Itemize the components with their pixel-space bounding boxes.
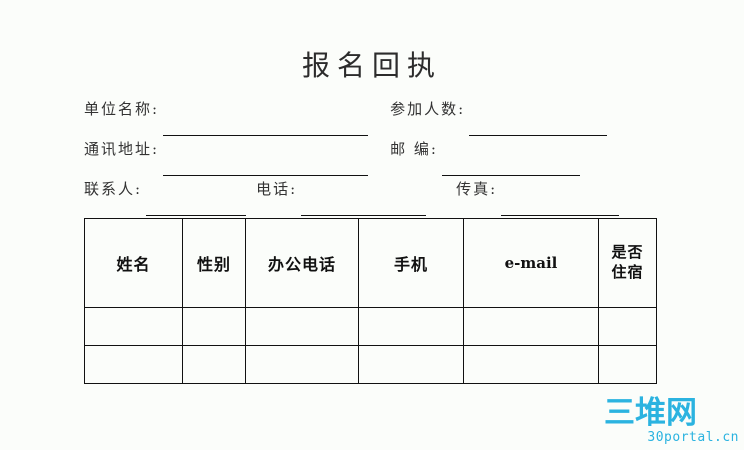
table-row[interactable] — [84, 345, 657, 384]
label-fax: 传真: — [456, 180, 498, 198]
input-contact-person[interactable] — [146, 198, 247, 216]
input-telephone[interactable] — [301, 198, 427, 216]
label-telephone: 电话: — [256, 180, 298, 198]
table-header-mobile: 手机 — [358, 218, 464, 308]
table-header-accommodation: 是否 住宿 — [598, 218, 657, 308]
cell-accommodation[interactable] — [598, 345, 657, 384]
cell-email[interactable] — [463, 345, 599, 384]
watermark-brand-name: 三堆网 — [604, 395, 697, 431]
cell-office-phone[interactable] — [245, 345, 359, 384]
cell-email[interactable] — [463, 307, 599, 346]
table-header-email: e-mail — [463, 218, 599, 308]
table-header-gender: 性别 — [182, 218, 246, 308]
cell-gender[interactable] — [182, 345, 246, 384]
cell-name[interactable] — [84, 307, 183, 346]
cell-mobile[interactable] — [358, 345, 464, 384]
cell-mobile[interactable] — [358, 307, 464, 346]
form-row-unit-participants: 单位名称: 参加人数: — [84, 98, 656, 138]
table-header-accommodation-line1: 是否 — [611, 243, 644, 262]
page-title: 报名回执 — [301, 49, 442, 82]
label-postal-code: 邮 编: — [390, 140, 438, 158]
table-header-name: 姓名 — [84, 218, 183, 308]
input-fax[interactable] — [501, 198, 620, 216]
registrant-table: 姓名 性别 办公电话 手机 e-mail 是否 住宿 — [84, 218, 657, 384]
registrant-table-wrapper: 姓名 性别 办公电话 手机 e-mail 是否 住宿 — [84, 218, 657, 384]
label-contact-person: 联系人: — [84, 180, 143, 198]
input-unit-name[interactable] — [163, 118, 369, 136]
cell-office-phone[interactable] — [245, 307, 359, 346]
cell-gender[interactable] — [182, 307, 246, 346]
table-row[interactable] — [84, 307, 657, 346]
watermark-brand-url: 30portal.cn — [647, 430, 739, 445]
cell-accommodation[interactable] — [598, 307, 657, 346]
label-mail-address: 通讯地址: — [84, 140, 160, 158]
form-row-contact-tel-fax: 联系人: 电话: 传真: — [84, 178, 656, 218]
cell-name[interactable] — [84, 345, 183, 384]
table-header-accommodation-line2: 住宿 — [611, 263, 644, 281]
table-header-row: 姓名 性别 办公电话 手机 e-mail 是否 住宿 — [84, 218, 657, 308]
form-fields-area: 单位名称: 参加人数: 通讯地址: 邮 编: 联系人: 电话: 传真: — [84, 98, 656, 218]
input-mail-address[interactable] — [163, 158, 369, 176]
label-unit-name: 单位名称: — [84, 100, 160, 118]
table-header-office-phone: 办公电话 — [245, 218, 359, 308]
input-postal-code[interactable] — [441, 158, 580, 176]
watermark-logo: 三堆网 30portal.cn — [604, 398, 739, 446]
input-participant-count[interactable] — [469, 118, 608, 136]
label-participant-count: 参加人数: — [390, 100, 466, 118]
form-row-address-postal: 通讯地址: 邮 编: — [84, 138, 656, 178]
